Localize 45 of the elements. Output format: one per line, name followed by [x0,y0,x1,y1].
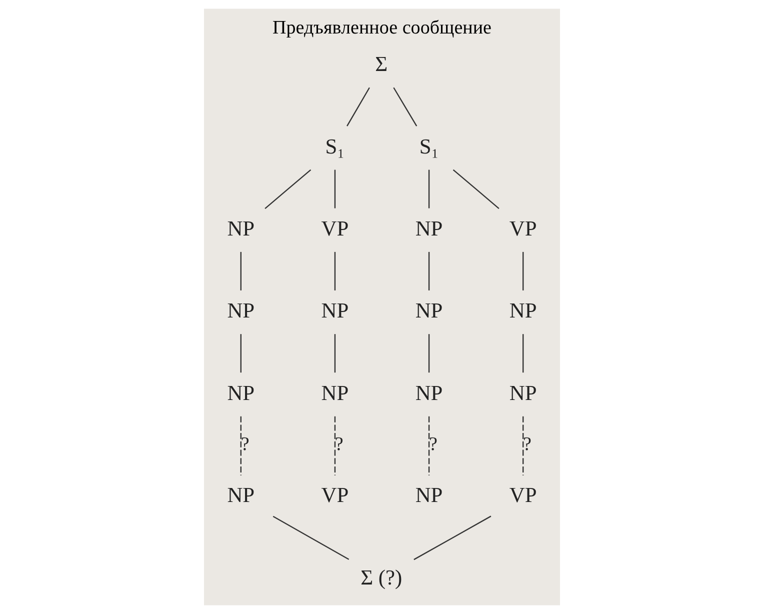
node-text: NP [415,483,443,508]
connector [240,416,242,476]
node-text: VP [509,216,537,240]
connector [240,252,242,290]
node-text: Σ (?) [360,565,402,590]
edge-label: ? [428,434,438,456]
node-text: NP [509,380,537,405]
connector [272,516,350,560]
connector [522,416,524,476]
node-text: VP [321,483,349,508]
connector [428,416,430,476]
connector [334,416,336,476]
node-text: NP [415,380,443,405]
node-text: NP [321,298,349,323]
edge-label: ? [240,434,250,456]
connector [428,334,430,373]
node-text: NP [227,483,255,508]
connector [393,87,418,126]
node-text: NP [227,216,255,240]
connector [264,169,312,209]
node-text: S₁ [419,134,439,158]
connector [414,516,492,560]
connector [334,334,336,373]
connector [452,169,500,209]
connector [522,252,524,290]
node-text: NP [321,380,349,405]
edge-label: ? [523,434,532,456]
node-text: NP [509,298,537,323]
node-text: NP [227,298,255,323]
connector [522,334,524,373]
connector [346,87,370,126]
node-text: NP [415,216,443,240]
diagram-title: Предъявленное сообщение [272,18,492,39]
node-text: NP [227,380,255,405]
node-text: VP [509,483,537,508]
connector [334,170,336,208]
connector [428,170,430,208]
node-text: VP [321,216,349,240]
connector [240,334,242,373]
node-text: NP [415,298,443,323]
connector [428,252,430,290]
edge-label: ? [334,434,344,456]
node-text: Σ [375,52,388,76]
node-text: S₁ [325,134,345,158]
connector [334,252,336,290]
